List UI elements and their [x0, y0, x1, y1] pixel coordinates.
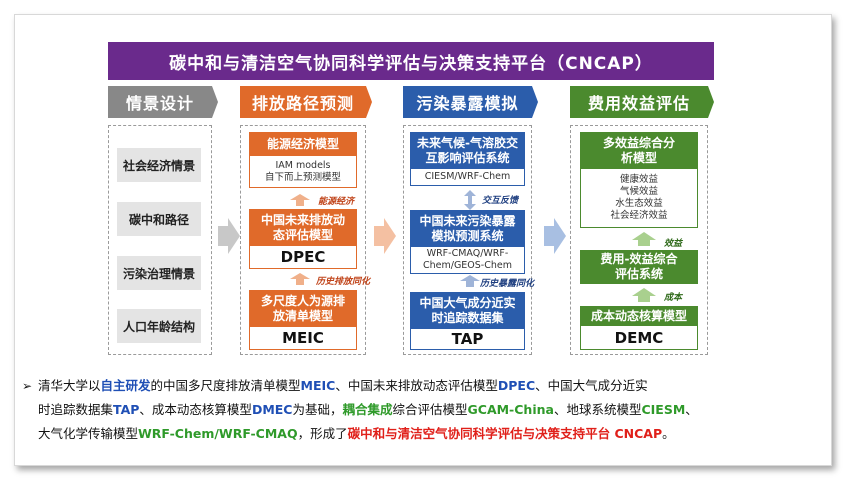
header-ribbon-benefit: [570, 86, 714, 118]
caption-text: 、成本动态核算模型: [139, 402, 252, 417]
up-arrow-history-emission: [290, 273, 310, 285]
caption-highlight: 自主研发: [100, 378, 151, 393]
caption-text: 的中国多尺度排放清单模型: [150, 378, 301, 393]
caption-text: 时追踪数据集: [38, 402, 114, 417]
caption-text: 、中国大气成分近实: [535, 378, 648, 393]
energy-model-line2: 自下而上预测模型: [264, 171, 341, 183]
demc-abbr: DEMC: [614, 328, 664, 347]
header-ribbon-scenario: [108, 86, 218, 118]
caption-highlight: WRF-Chem/WRF-CMAQ: [138, 426, 298, 441]
label-cost: 成本: [664, 293, 683, 303]
caption-text: 、: [685, 402, 698, 417]
header-ribbon-emission: [240, 86, 372, 118]
flow-arrow-3: [544, 218, 566, 254]
multi-benefit-title: 多效益综合分析模型: [581, 133, 697, 169]
caption-text: ，形成了: [297, 426, 348, 441]
meic-box: 多尺度人为源排放清单模型 MEIC: [249, 290, 357, 350]
caption-line-1: 清华大学以自主研发的中国多尺度排放清单模型MEIC、中国未来排放动态评估模型DP…: [38, 375, 648, 397]
scenario-item: 社会经济情景: [117, 148, 201, 182]
up-arrow-cost: [632, 288, 656, 302]
scenario-item: 污染治理情景: [117, 256, 201, 290]
benefit-line: 气候效益: [619, 186, 658, 197]
column-scenario: 社会经济情景 碳中和路径 污染治理情景 人口年龄结构: [108, 125, 212, 355]
dpec-abbr: DPEC: [280, 248, 326, 266]
caption-highlight: TAP: [113, 402, 140, 417]
climate-aerosol-box: 未来气候-气溶胶交互影响评估系统 CIESM/WRF-Chem: [410, 132, 525, 186]
climate-aerosol-title: 未来气候-气溶胶交互影响评估系统: [411, 133, 524, 169]
column-benefit: [570, 125, 708, 355]
energy-model-body: IAM models 自下而上预测模型: [250, 156, 356, 187]
caption-highlight: CIESM: [641, 402, 686, 417]
exposure-system-body: WRF-CMAQ/WRF-Chem/GEOS-Chem: [422, 248, 512, 271]
label-history-emission: 历史排放同化: [316, 277, 371, 287]
benefit-line: 健康效益: [619, 174, 658, 185]
caption-highlight: 耦合集成: [342, 402, 393, 417]
cost-benefit-box: 费用-效益综合评估系统: [580, 250, 698, 284]
meic-abbr: MEIC: [282, 329, 324, 347]
column-exposure: [403, 125, 532, 355]
caption-text: 、中国未来排放动态评估模型: [335, 378, 498, 393]
demc-box: 成本动态核算模型 DEMC: [580, 306, 698, 350]
up-arrow-history-exposure: [460, 275, 480, 287]
caption-line-3: 大气化学传输模型WRF-Chem/WRF-CMAQ，形成了碳中和与清洁空气协同科…: [38, 423, 675, 445]
caption-text: 。: [662, 426, 675, 441]
exposure-system-box: 中国未来污染暴露模拟预测系统 WRF-CMAQ/WRF-Chem/GEOS-Ch…: [410, 210, 525, 274]
platform-title-banner: 碳中和与清洁空气协同科学评估与决策支持平台（CNCAP）: [108, 42, 714, 80]
column-emission: [240, 125, 366, 355]
label-energy-economy: 能源经济: [318, 197, 355, 207]
energy-model-box: 能源经济模型 IAM models 自下而上预测模型: [249, 132, 357, 188]
header-ribbon-exposure: [403, 86, 538, 118]
label-history-exposure: 历史暴露同化: [480, 279, 535, 289]
tap-box: 中国大气成分近实时追踪数据集 TAP: [410, 292, 525, 350]
header-scenario: 情景设计: [125, 94, 194, 113]
scenario-item: 人口年龄结构: [117, 309, 201, 343]
bullet-icon: ➢: [22, 379, 33, 393]
benefit-line: 社会经济效益: [610, 210, 668, 221]
demc-title: 成本动态核算模型: [581, 307, 697, 326]
energy-model-line1: IAM models: [275, 159, 331, 171]
caption-text: 清华大学以: [38, 378, 101, 393]
up-arrow-energy: [290, 194, 310, 206]
caption-highlight: MEIC: [300, 378, 336, 393]
multi-benefit-box: 多效益综合分析模型 健康效益 气候效益 水生态效益 社会经济效益: [580, 132, 698, 228]
exposure-system-title: 中国未来污染暴露模拟预测系统: [411, 211, 524, 247]
label-benefit: 效益: [664, 239, 683, 249]
caption-text: 大气化学传输模型: [38, 426, 139, 441]
caption-text: 为基础，: [292, 402, 343, 417]
caption-highlight: DPEC: [497, 378, 536, 393]
caption-highlight: GCAM-China: [467, 402, 554, 417]
up-arrow-benefit: [632, 232, 656, 246]
header-exposure: 污染暴露模拟: [416, 94, 519, 113]
label-interaction-feedback: 交互反馈: [482, 196, 519, 206]
cost-benefit-title: 费用-效益综合评估系统: [581, 251, 697, 283]
caption-text: 综合评估模型: [392, 402, 468, 417]
benefit-line: 水生态效益: [615, 198, 663, 209]
tap-title: 中国大气成分近实时追踪数据集: [411, 293, 524, 329]
caption-line-2: 时追踪数据集TAP、成本动态核算模型DMEC为基础，耦合集成综合评估模型GCAM…: [38, 399, 698, 421]
caption-highlight: DMEC: [251, 402, 293, 417]
climate-aerosol-body: CIESM/WRF-Chem: [424, 171, 511, 182]
updown-arrow-feedback: [464, 190, 476, 210]
flow-arrow-2: [374, 218, 396, 254]
tap-abbr: TAP: [451, 330, 484, 348]
caption-text: 、地球系统模型: [553, 402, 642, 417]
dpec-title: 中国未来排放动态评估模型: [250, 210, 356, 246]
energy-model-title: 能源经济模型: [250, 133, 356, 156]
header-emission: 排放路径预测: [251, 94, 354, 113]
caption-highlight: 碳中和与清洁空气协同科学评估与决策支持平台 CNCAP: [347, 426, 663, 441]
scenario-item: 碳中和路径: [117, 202, 201, 236]
meic-title: 多尺度人为源排放清单模型: [250, 291, 356, 327]
flow-arrow-1: [218, 218, 240, 254]
multi-benefit-body: 健康效益 气候效益 水生态效益 社会经济效益: [581, 169, 697, 227]
dpec-box: 中国未来排放动态评估模型 DPEC: [249, 209, 357, 269]
header-benefit: 费用效益评估: [587, 94, 690, 113]
